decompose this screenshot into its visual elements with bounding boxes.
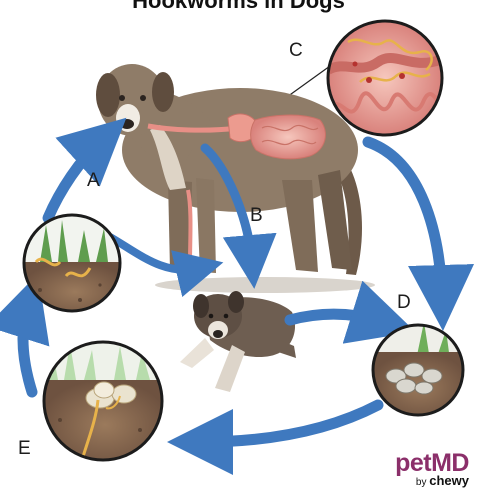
ground-shadow	[155, 277, 375, 293]
brand-partner-name: chewy	[429, 473, 469, 488]
page-title: Hookworms in Dogs	[0, 0, 477, 14]
adult-dog	[96, 64, 362, 275]
arrow-to-d	[368, 142, 442, 298]
label-e: E	[18, 438, 31, 460]
label-b: B	[250, 205, 263, 227]
brand-name: petMD	[395, 451, 469, 475]
arrow-puppy-to-d	[290, 314, 384, 322]
brand-logo: petMD by chewy	[395, 451, 469, 489]
puppy	[180, 291, 296, 392]
arrow-e-to-a	[23, 305, 32, 392]
circle-e-hatching	[40, 342, 170, 470]
brand-partner: by chewy	[395, 475, 469, 489]
arrow-d-to-e	[200, 405, 378, 442]
circle-c-intestine	[328, 21, 446, 135]
label-a: A	[87, 170, 100, 192]
label-c: C	[289, 40, 303, 62]
label-d: D	[397, 292, 411, 314]
circle-a-larvae	[20, 215, 130, 322]
brand-by: by	[416, 477, 427, 488]
circle-d-eggs	[370, 322, 470, 422]
